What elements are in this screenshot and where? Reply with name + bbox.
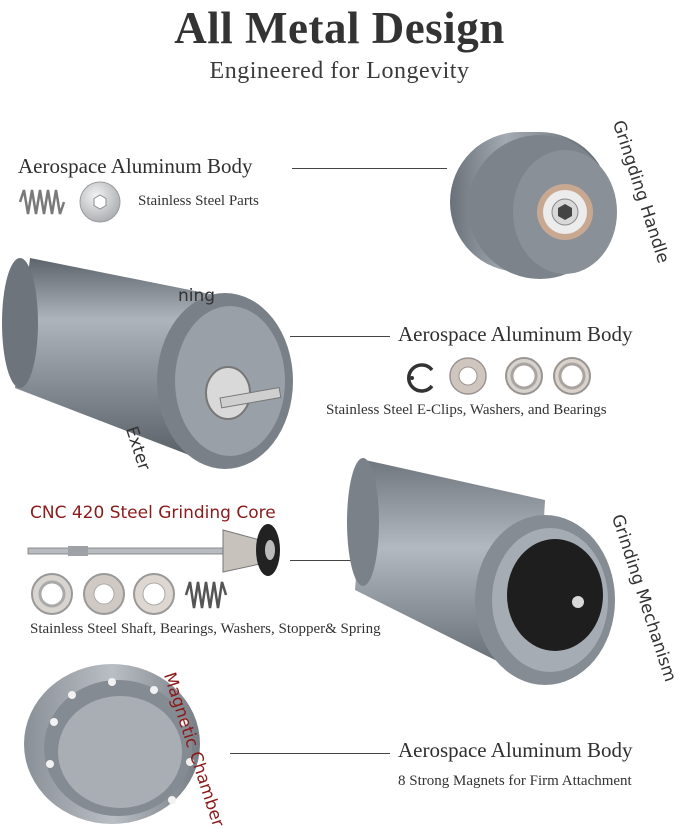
- core-label: CNC 420 Steel Grinding Core: [30, 503, 276, 523]
- grinding-handle-image: [450, 132, 617, 279]
- mechanism-callout: Grinding Mechanism: [606, 512, 679, 685]
- grinder-body-image: [2, 258, 293, 469]
- ring-partial-label-top: ning: [178, 286, 216, 306]
- washer-icon-2: [449, 357, 487, 395]
- core-parts-label: Stainless Steel Shaft, Bearings, Washers…: [30, 621, 381, 637]
- core-leader-line: [290, 560, 370, 561]
- spring-icon: [18, 189, 66, 215]
- washer-icon: [79, 181, 121, 223]
- grinding-mechanism-image: [347, 458, 615, 685]
- chamber-leader-line: [230, 753, 390, 754]
- handle-parts-label: Stainless Steel Parts: [138, 193, 259, 209]
- magnetic-chamber-image: [24, 664, 200, 824]
- handle-body-label: Aerospace Aluminum Body: [18, 154, 253, 178]
- washer-icon-4: [133, 573, 175, 615]
- ring-leader-line: [290, 336, 390, 337]
- washer-icon-3: [83, 573, 125, 615]
- ring-parts-label: Stainless Steel E-Clips, Washers, and Be…: [326, 402, 607, 418]
- page-subtitle: Engineered for Longevity: [209, 58, 470, 84]
- ring-body-label: Aerospace Aluminum Body: [398, 322, 633, 346]
- e-clip-icon: [407, 363, 434, 393]
- grinding-core-image: [27, 524, 280, 576]
- bearing-icon-3: [31, 573, 73, 615]
- bearing-icon: [505, 357, 543, 395]
- page-title: All Metal Design: [174, 3, 505, 53]
- handle-leader-line: [292, 168, 447, 169]
- spring-icon-2: [184, 581, 228, 609]
- bearing-icon-2: [553, 357, 591, 395]
- chamber-magnets-label: 8 Strong Magnets for Firm Attachment: [398, 773, 632, 789]
- chamber-body-label: Aerospace Aluminum Body: [398, 738, 633, 762]
